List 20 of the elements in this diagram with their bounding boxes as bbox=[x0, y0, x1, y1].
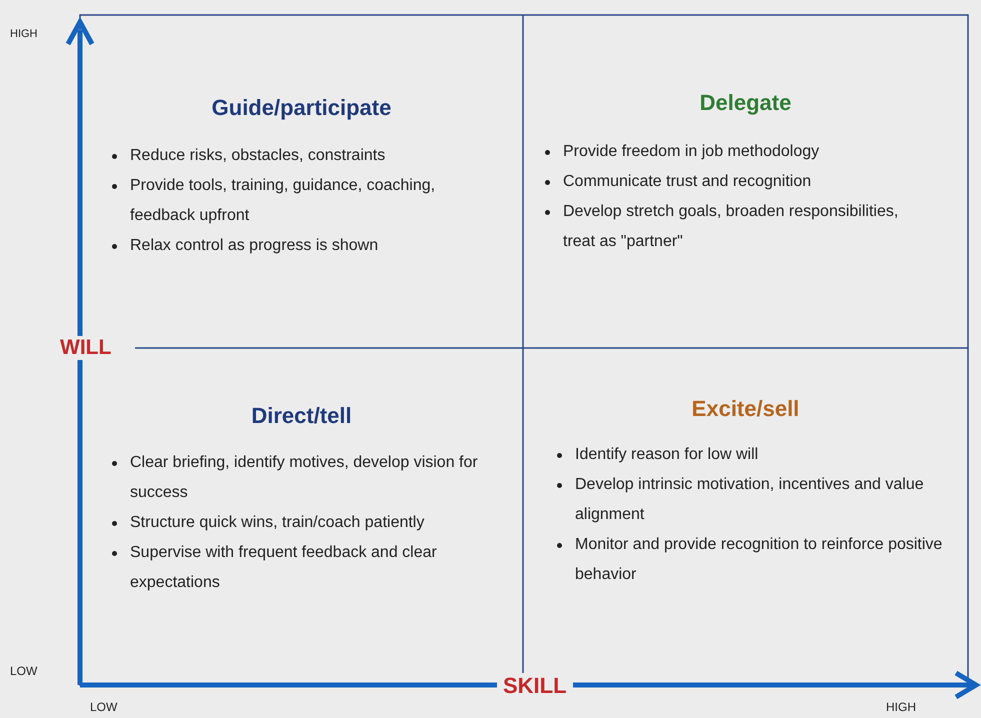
axis-tick-label: LOW bbox=[90, 700, 118, 714]
quadrant-heading: Excite/sell bbox=[692, 396, 800, 421]
bullet-text: Monitor and provide recognition to reinforce positive behavior bbox=[575, 536, 942, 583]
bullet-text: Communicate trust and recognition bbox=[563, 173, 812, 190]
quadrant-heading: Guide/participate bbox=[212, 95, 392, 120]
quadrant-heading: Direct/tell bbox=[251, 403, 352, 428]
bullet-text: Develop stretch goals, broaden responsibilities, treat as "partner" bbox=[563, 203, 898, 250]
bullet-text: Reduce risks, obstacles, constraints bbox=[130, 147, 386, 164]
bullet-text: Identify reason for low will bbox=[575, 446, 758, 463]
axis-tick-label: HIGH bbox=[886, 700, 916, 714]
axis-tick-label: LOW bbox=[10, 664, 38, 678]
bullet-text: Relax control as progress is shown bbox=[130, 237, 378, 254]
axis-tick-label: HIGH bbox=[10, 28, 38, 40]
bullet-text: Clear briefing, identify motives, develop vision for success bbox=[130, 454, 478, 501]
bullet-text: Structure quick wins, train/coach patiently bbox=[130, 514, 424, 531]
bullet-text: Provide freedom in job methodology bbox=[563, 143, 820, 160]
bullet-text: Supervise with frequent feedback and clear expectations bbox=[130, 544, 437, 591]
quadrant-heading: Delegate bbox=[700, 90, 792, 115]
bullet-text: Develop intrinsic motivation, incentives and value alignment bbox=[575, 476, 924, 523]
bullet-text: Provide tools, training, guidance, coaching, feedback upfront bbox=[130, 177, 436, 224]
